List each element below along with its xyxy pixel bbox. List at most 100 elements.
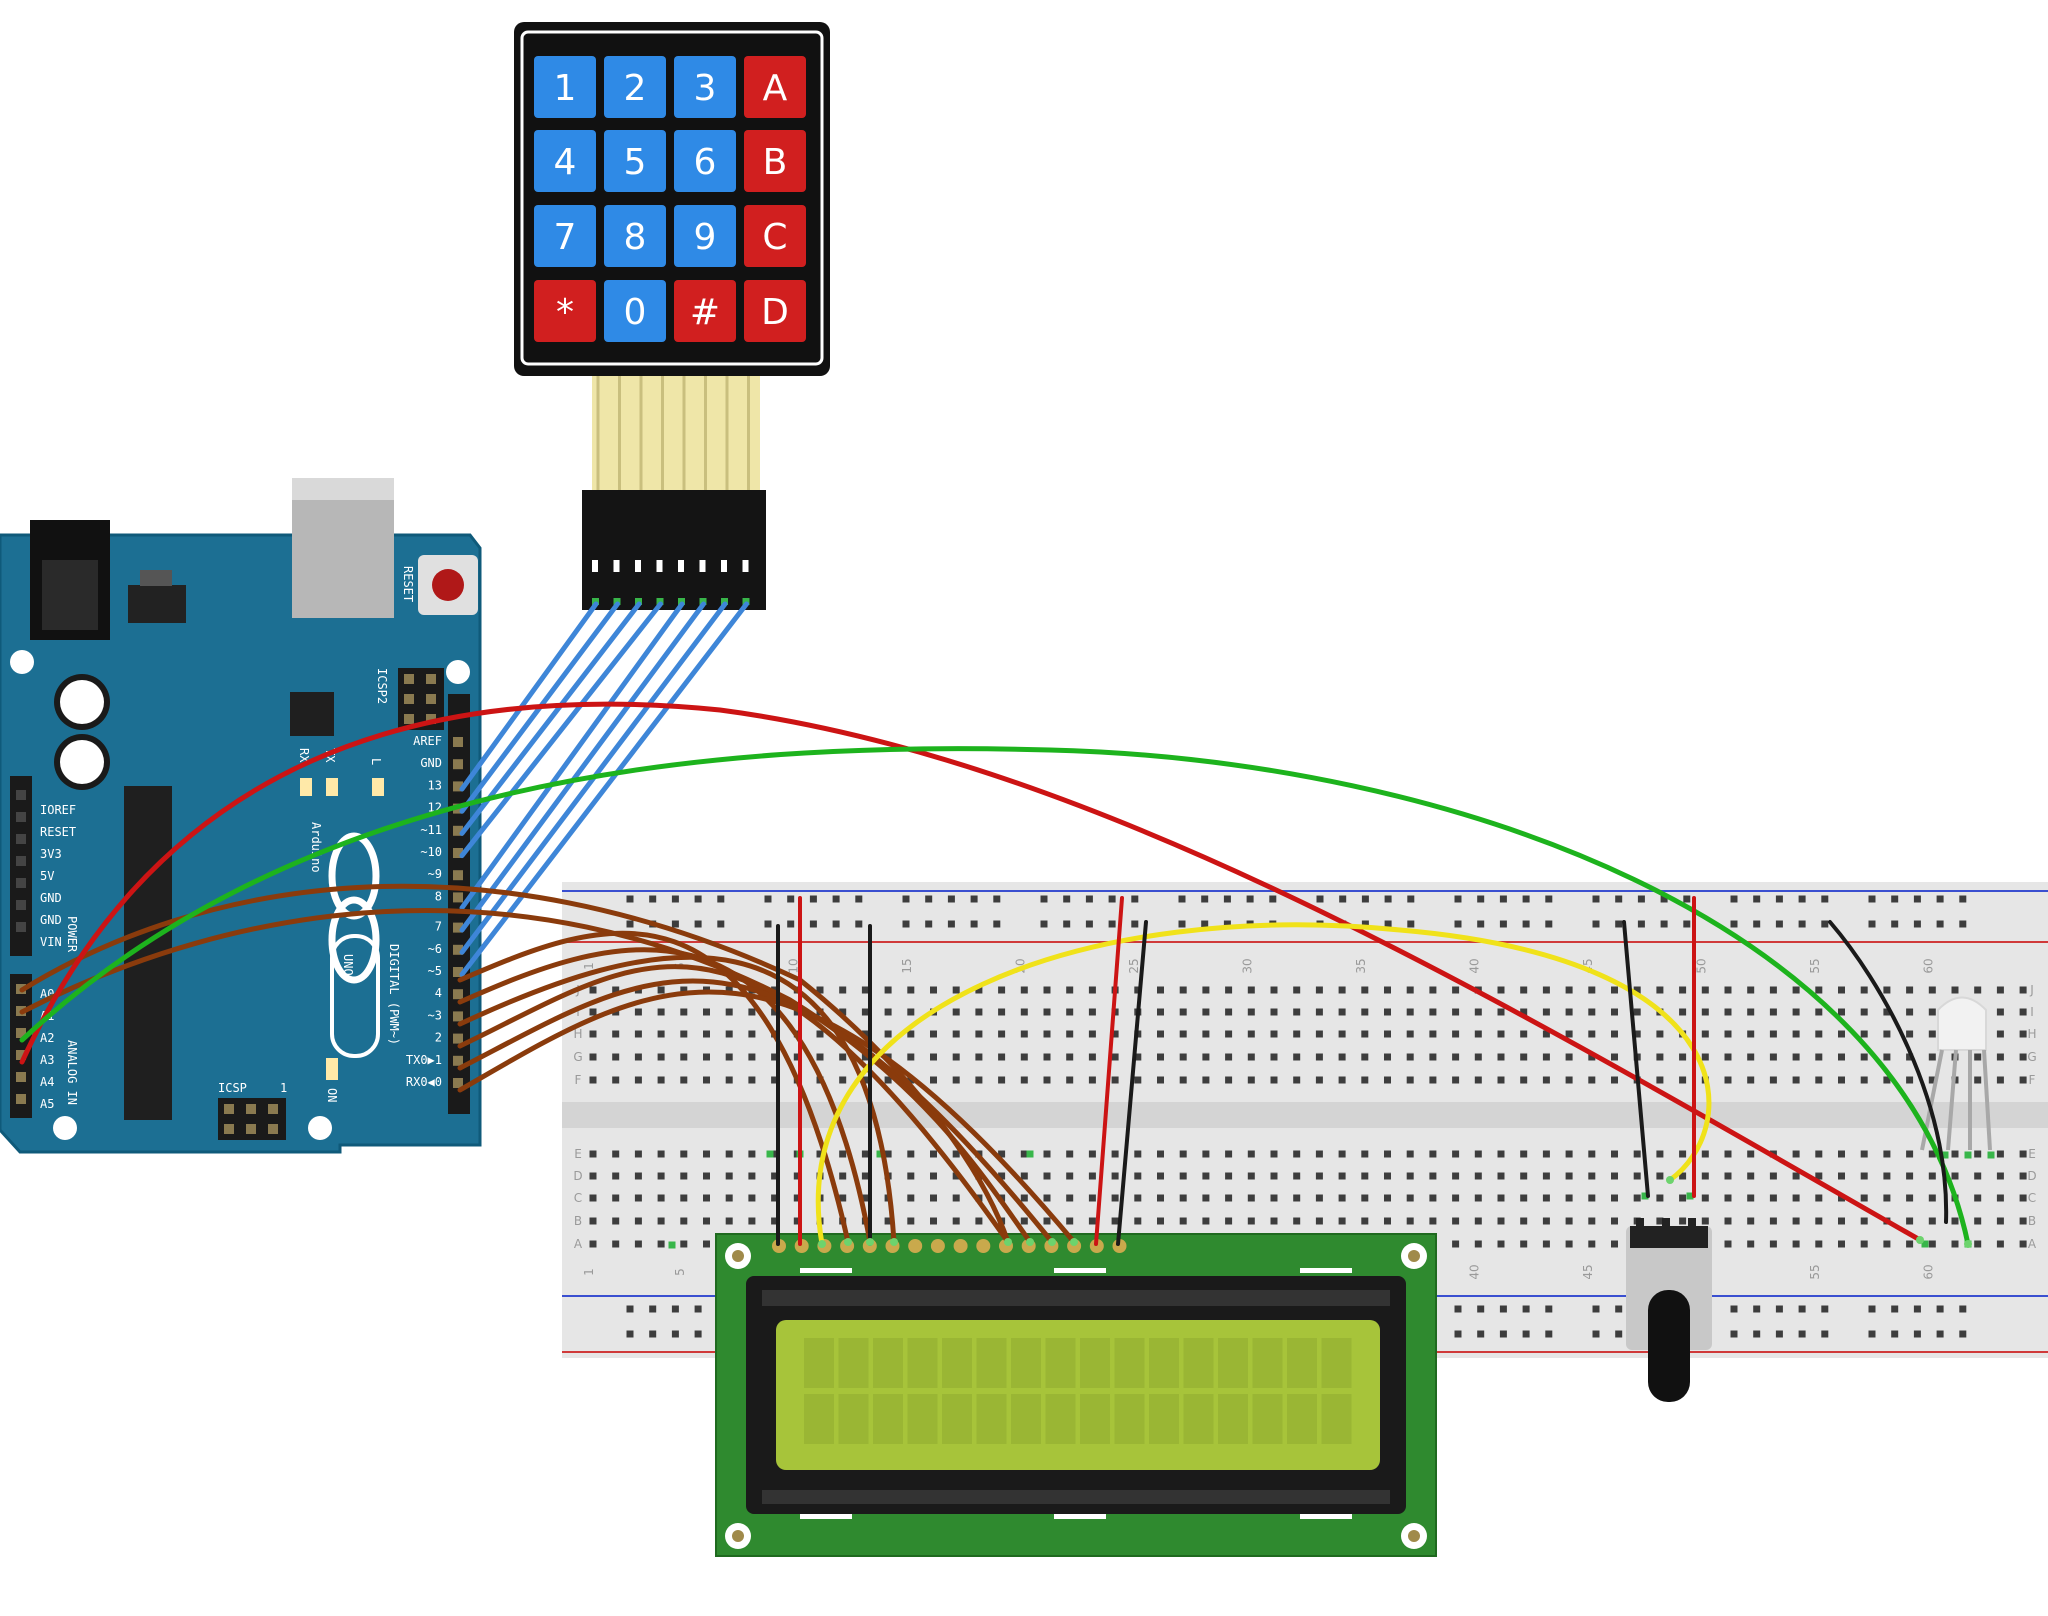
breadboard-hole	[1111, 1172, 1119, 1180]
breadboard-hole	[1157, 1172, 1164, 1180]
breadboard-hole	[1588, 986, 1596, 994]
breadboard-hole	[1679, 1194, 1687, 1202]
breadboard-hole	[1338, 1172, 1346, 1180]
breadboard-hole	[1452, 1008, 1460, 1016]
breadboard-hole	[1406, 1194, 1414, 1202]
connector-pin	[699, 560, 706, 572]
breadboard-hole-active	[1686, 1192, 1694, 1200]
breadboard-hole	[634, 1194, 642, 1202]
breadboard-hole	[1974, 986, 1982, 994]
breadboard-hole	[930, 1076, 937, 1084]
breadboard-hole	[1565, 1053, 1573, 1061]
rail-hole	[947, 920, 955, 928]
lcd-mount-hole-inner	[1408, 1250, 1420, 1262]
lcd-char-cell	[1287, 1394, 1317, 1444]
breadboard-hole	[1225, 1194, 1233, 1202]
keypad-key-label: 7	[554, 217, 577, 258]
digital-pin-label: ~10	[420, 845, 442, 859]
breadboard-hole	[1088, 1194, 1096, 1202]
lcd-marking	[1054, 1268, 1106, 1273]
power-pin-label: IOREF	[40, 803, 76, 817]
rail-hole	[1730, 1305, 1738, 1313]
breadboard-hole	[1883, 1172, 1891, 1180]
keypad-wire	[459, 601, 599, 792]
keypad-key	[604, 280, 666, 342]
breadboard-hole	[1202, 1053, 1210, 1061]
header-pin	[16, 878, 26, 888]
keypad-key	[674, 56, 736, 118]
breadboard-hole	[1838, 1240, 1845, 1248]
breadboard-hole	[1906, 1240, 1914, 1248]
power-pin-label: RESET	[40, 825, 76, 839]
rail-hole	[947, 895, 955, 903]
breadboard-hole	[952, 1194, 960, 1202]
rail-hole	[1522, 920, 1530, 928]
breadboard-hole	[1452, 986, 1460, 994]
breadboard-hole	[998, 1008, 1006, 1016]
breadboard-hole	[589, 1217, 597, 1225]
header-pin	[453, 870, 463, 881]
breadboard-hole	[1202, 1008, 1210, 1016]
breadboard-col-number: 40	[1467, 958, 1481, 973]
breadboard-hole	[748, 1076, 756, 1084]
breadboard-hole	[1270, 1008, 1278, 1016]
rail-hole	[1683, 920, 1691, 928]
breadboard-hole	[1906, 1030, 1914, 1038]
breadboard-hole	[1406, 1030, 1414, 1038]
arduino-brand-label: Arduino	[309, 822, 323, 873]
status-led	[372, 778, 384, 796]
breadboard-hole	[1815, 1053, 1823, 1061]
mounting-hole	[53, 1116, 77, 1140]
breadboard-hole	[1838, 1217, 1845, 1225]
rail-hole	[671, 1305, 679, 1313]
rail-hole	[1592, 895, 1600, 903]
breadboard-hole-active	[766, 1150, 774, 1158]
breadboard-row-letter: E	[2028, 1147, 2036, 1161]
breadboard-hole	[1293, 1172, 1301, 1180]
breadboard-hole	[1134, 1076, 1142, 1084]
breadboard-hole	[1815, 1076, 1823, 1084]
breadboard-hole	[1293, 1030, 1301, 1038]
breadboard-hole	[1860, 1076, 1868, 1084]
breadboard-hole	[1747, 986, 1755, 994]
brown-wire	[457, 978, 1055, 1245]
lcd-char-cell	[804, 1338, 834, 1388]
keypad-wire	[459, 601, 706, 933]
breadboard-hole	[1747, 1172, 1755, 1180]
digital-pin-label: AREF	[413, 734, 442, 748]
breadboard-hole	[1883, 1008, 1891, 1016]
rail-hole	[1201, 920, 1209, 928]
breadboard-hole	[771, 1053, 779, 1061]
breadboard-hole-active	[1026, 1150, 1034, 1158]
breadboard-hole	[1996, 986, 2004, 994]
breadboard-hole	[612, 1076, 620, 1084]
breadboard-hole	[1202, 1076, 1210, 1084]
breadboard-hole	[634, 1217, 642, 1225]
breadboard-hole	[1293, 1194, 1301, 1202]
rail-hole	[626, 1330, 634, 1338]
breadboard-hole	[1565, 1194, 1573, 1202]
lcd-char-cell	[1149, 1338, 1179, 1388]
header-pin	[268, 1104, 278, 1114]
brown-wire	[19, 908, 1033, 1245]
breadboard-hole	[1066, 986, 1074, 994]
breadboard-hole	[998, 1030, 1006, 1038]
breadboard-hole	[1565, 1172, 1573, 1180]
breadboard-hole	[1225, 1172, 1233, 1180]
breadboard-hole	[1974, 1150, 1982, 1158]
breadboard-hole	[1157, 1194, 1164, 1202]
breadboard-hole	[1883, 1076, 1891, 1084]
breadboard-hole	[1724, 1008, 1732, 1016]
breadboard-hole	[1020, 1150, 1028, 1158]
rail-hole	[649, 1305, 657, 1313]
breadboard-hole	[1497, 1240, 1505, 1248]
breadboard-hole	[1792, 1217, 1800, 1225]
breadboard-hole	[1633, 1008, 1641, 1016]
breadboard-hole	[1134, 1217, 1142, 1225]
breadboard-hole	[1792, 1240, 1800, 1248]
breadboard-hole	[1020, 1217, 1028, 1225]
breadboard-hole	[1656, 1217, 1664, 1225]
breadboard-hole	[612, 1053, 620, 1061]
rail-hole	[1499, 895, 1507, 903]
pot-leg	[1636, 1218, 1644, 1230]
